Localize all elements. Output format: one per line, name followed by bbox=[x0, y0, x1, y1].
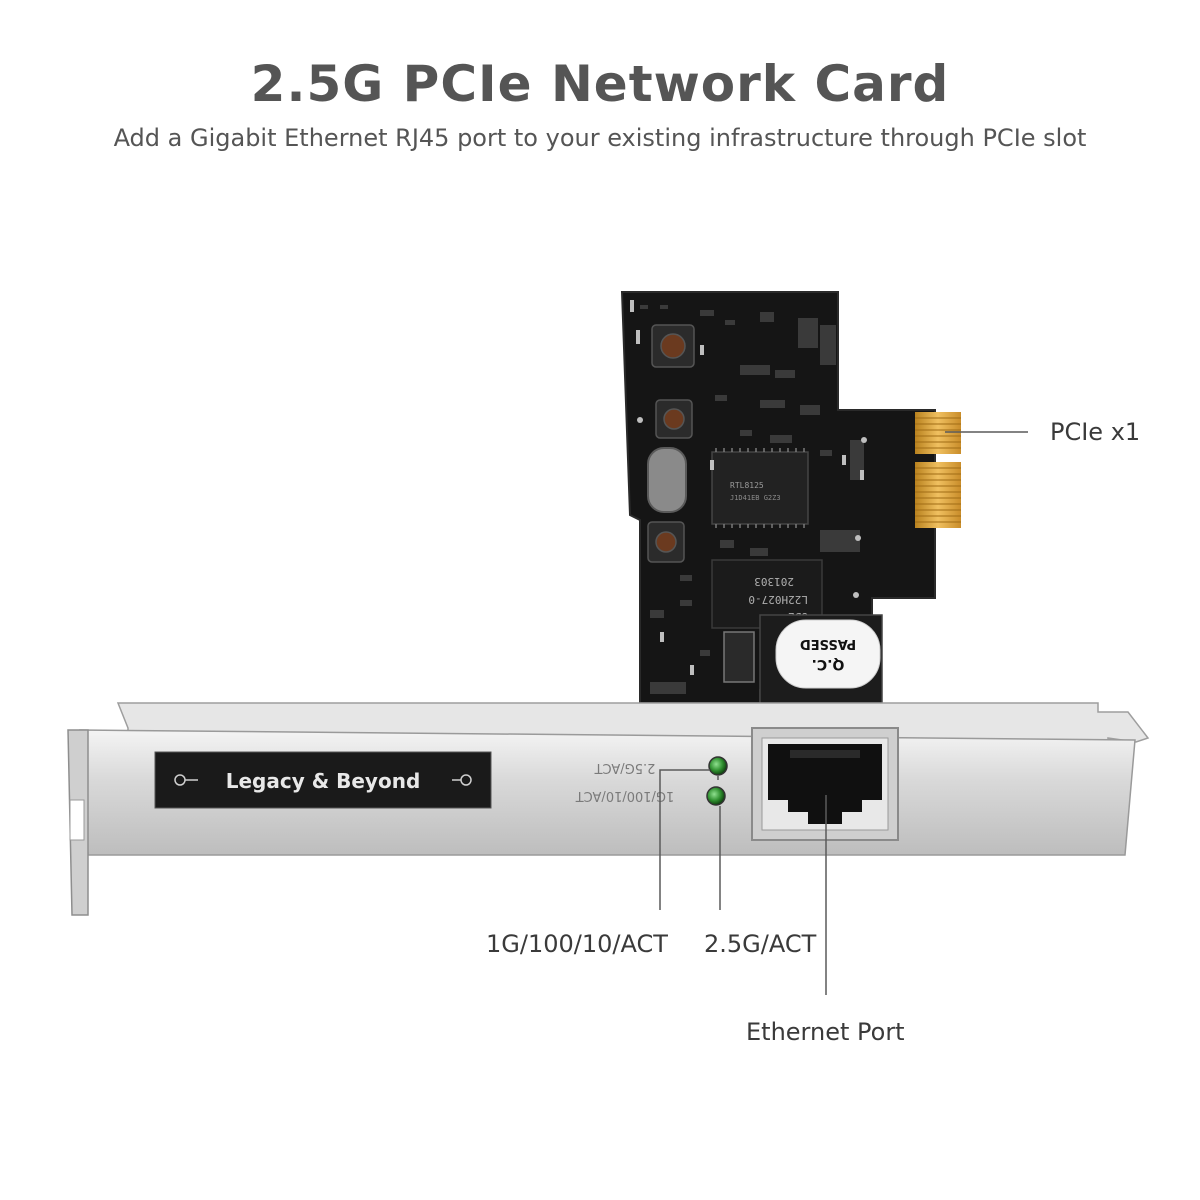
chip-marking-1: RTL8125 bbox=[730, 481, 764, 490]
led-25g-indicator bbox=[706, 786, 726, 806]
qc-passed-sticker: Q.C. PASSED bbox=[775, 619, 881, 689]
ethernet-port-label: Ethernet Port bbox=[746, 1018, 905, 1046]
led-1g-label: 1G/100/10/ACT bbox=[486, 930, 668, 958]
inductor bbox=[647, 324, 695, 563]
smd-components bbox=[640, 305, 864, 694]
qc-sticker-line2: PASSED bbox=[800, 636, 856, 651]
led-25g-label: 2.5G/ACT bbox=[704, 930, 817, 958]
qc-sticker-line1: Q.C. bbox=[812, 656, 845, 672]
jack-clip bbox=[723, 631, 755, 683]
led-1g-callout-line bbox=[659, 769, 710, 910]
page-title: 2.5G PCIe Network Card bbox=[250, 55, 950, 113]
controller-chip: RTL8125 J1D41EB G2Z3 bbox=[711, 448, 809, 528]
bracket-led-25g-print: 2.5G/ACT bbox=[595, 760, 656, 775]
pcie-gold-fingers bbox=[915, 412, 961, 528]
brand-label: Legacy & Beyond bbox=[226, 769, 421, 793]
ethernet-port bbox=[751, 727, 899, 841]
led-1g-indicator bbox=[708, 756, 728, 776]
brand-plate: Legacy & Beyond bbox=[154, 751, 492, 809]
chip-marking-2: J1D41EB G2Z3 bbox=[730, 494, 781, 502]
crystal-oscillator bbox=[647, 447, 687, 513]
callout-lines bbox=[659, 431, 1028, 995]
transformer-marking-2: L22H027-0 bbox=[748, 593, 808, 606]
page-subtitle: Add a Gigabit Ethernet RJ45 port to your… bbox=[113, 124, 1087, 152]
bracket-led-1g-print: 1G/100/10/ACT bbox=[576, 788, 675, 803]
pcie-x1-label: PCIe x1 bbox=[1050, 418, 1141, 446]
metal-bracket bbox=[67, 702, 1150, 916]
transformer-marking-3: 201303 bbox=[754, 575, 794, 588]
silkscreen-markings bbox=[630, 300, 867, 675]
